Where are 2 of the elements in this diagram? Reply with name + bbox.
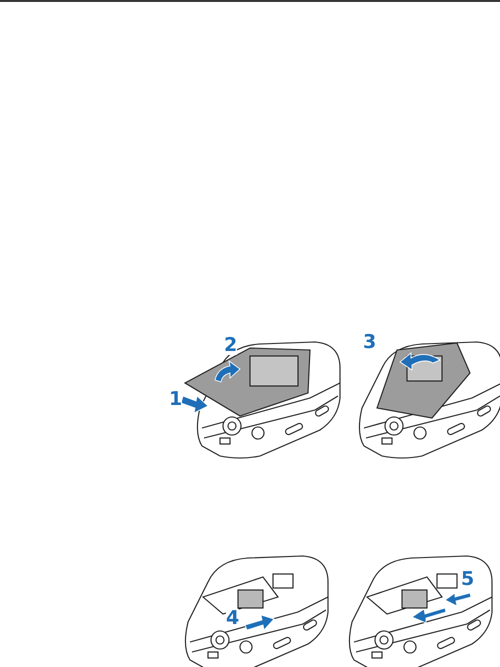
callout-number: 2 xyxy=(224,336,238,355)
callout-number: 4 xyxy=(226,609,240,628)
